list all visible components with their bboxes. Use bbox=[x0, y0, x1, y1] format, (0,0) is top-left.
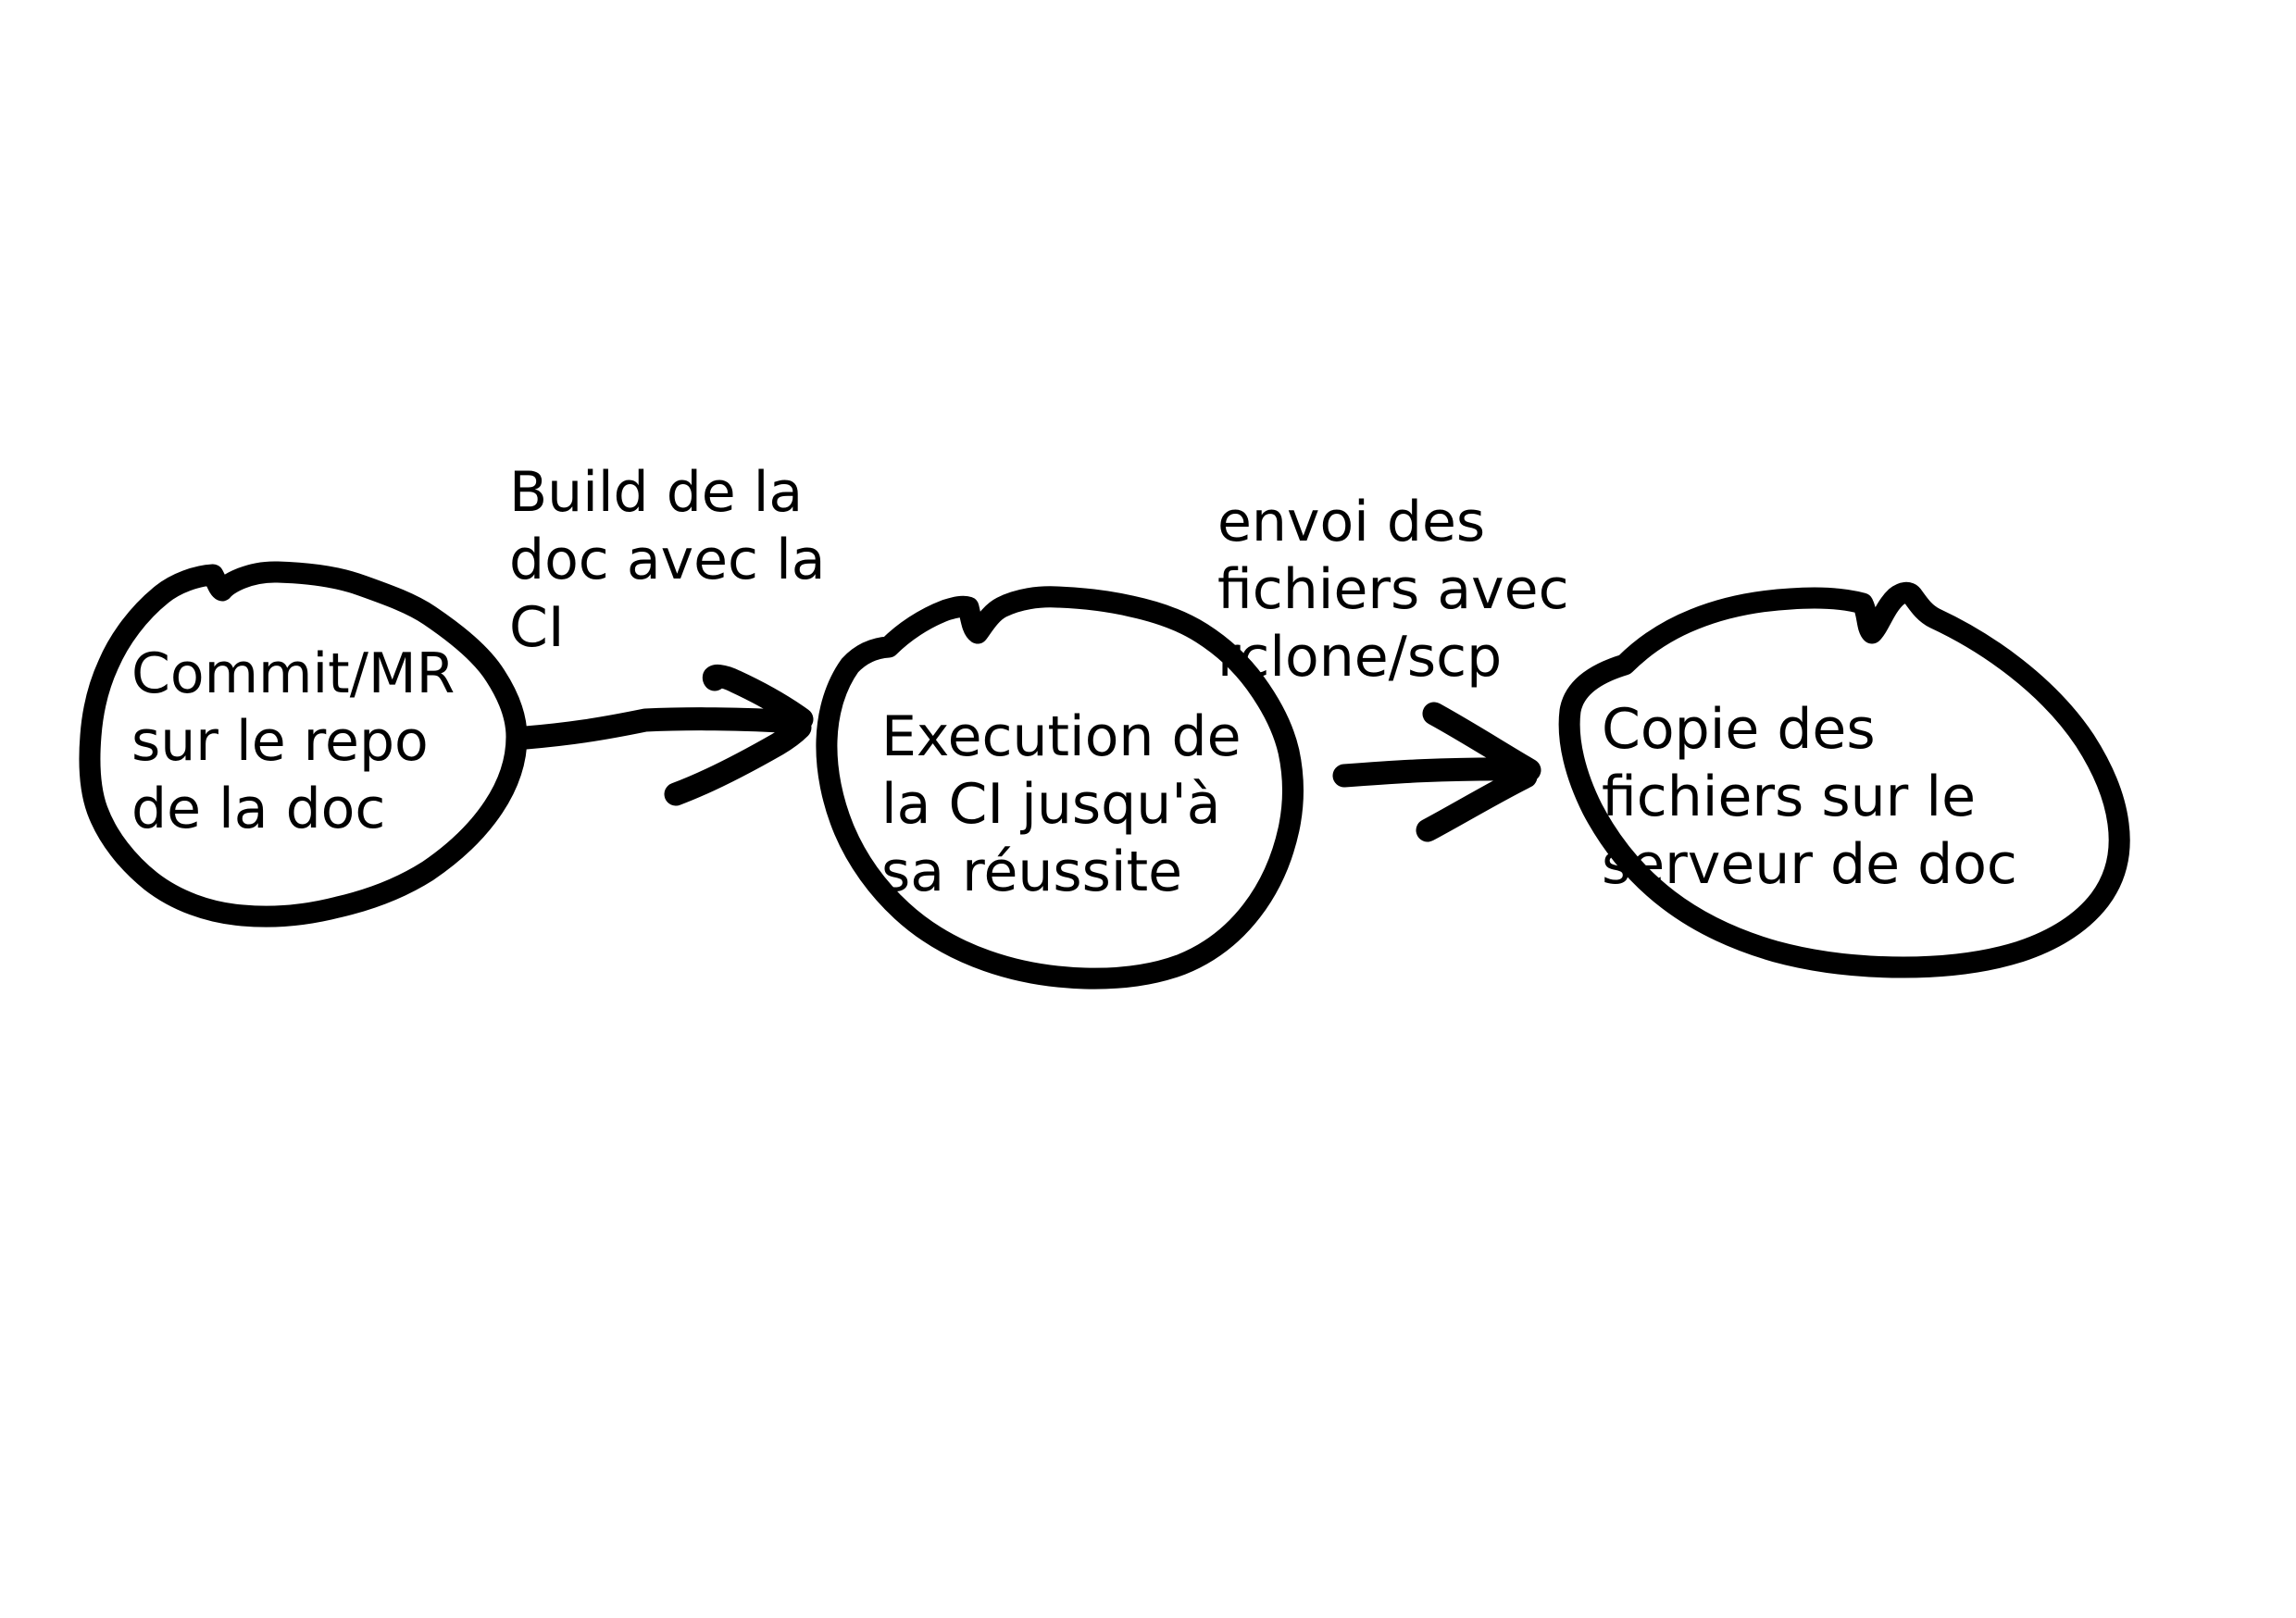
node-blob-ci-execution bbox=[816, 586, 1304, 989]
arrow-head-top bbox=[702, 664, 814, 731]
arrow-head-top bbox=[1422, 702, 1541, 782]
arrow-shaft bbox=[1332, 757, 1535, 788]
node-label-commit-mr: Commit/MR sur le repo de la doc bbox=[131, 641, 455, 841]
edge-arrow-build-doc bbox=[514, 664, 814, 806]
edge-label-build-doc: Build de la doc avec la CI bbox=[509, 460, 826, 660]
arrow-shaft bbox=[514, 707, 808, 750]
edge-label-send-files: envoi des fichiers avec rclone/scp bbox=[1217, 490, 1569, 690]
node-blob-copy-files bbox=[1558, 581, 2130, 978]
edge-arrow-send-files bbox=[1332, 702, 1541, 842]
node-label-ci-execution: Execution de la CI jusqu'à sa réussite bbox=[881, 704, 1242, 904]
node-label-copy-files: Copie des fichiers sur le serveur de doc bbox=[1602, 697, 2017, 897]
arrow-head-bottom bbox=[1416, 765, 1538, 842]
node-blob-commit-mr bbox=[79, 561, 528, 927]
arrow-head-bottom bbox=[664, 716, 812, 806]
